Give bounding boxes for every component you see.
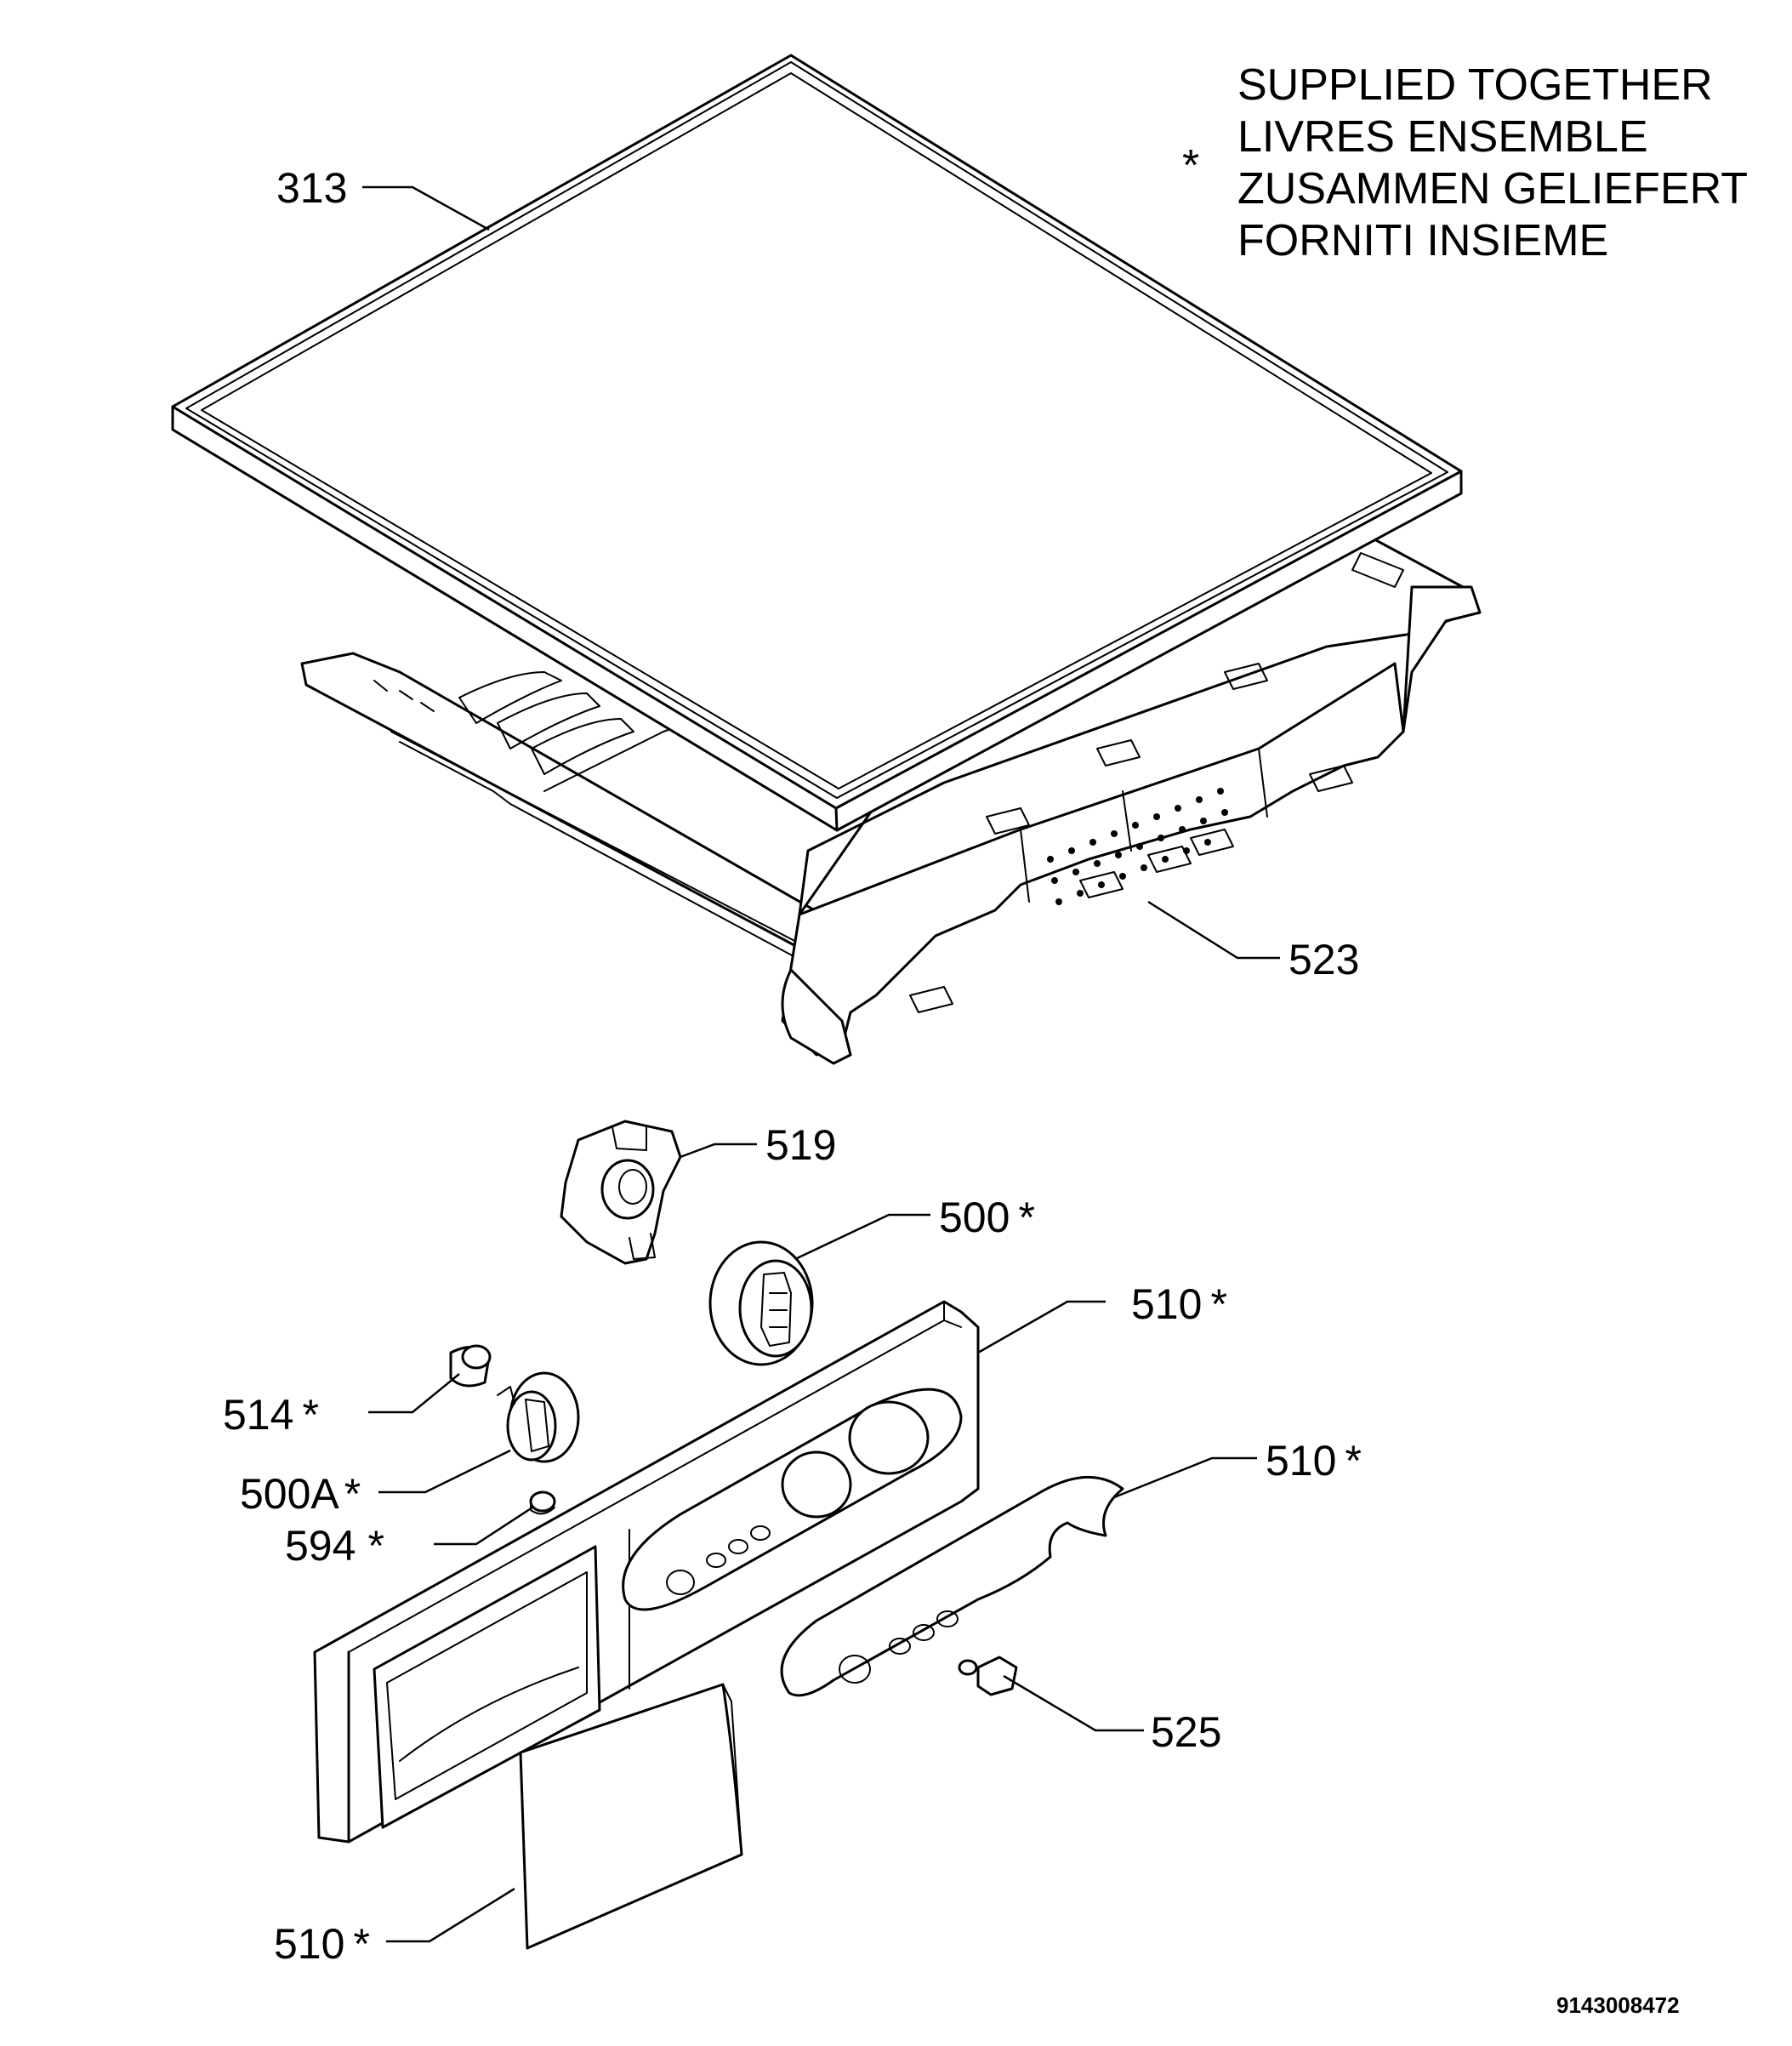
label-500: 500* [939, 1194, 1035, 1241]
label-500-star: * [1018, 1194, 1034, 1241]
legend-line-4: FORNITI INSIEME [1237, 216, 1608, 265]
legend: * SUPPLIED TOGETHER LIVRES ENSEMBLE ZUSA… [1182, 60, 1748, 265]
label-594-star: * [367, 1522, 384, 1570]
label-510-insert-star: * [1345, 1437, 1361, 1485]
label-510-drawer-star: * [353, 1920, 369, 1968]
legend-line-2: LIVRES ENSEMBLE [1237, 112, 1648, 162]
label-510-panel-star: * [1210, 1280, 1226, 1328]
label-510-insert: 510* [1266, 1437, 1362, 1485]
part-510-trim-insert [780, 1475, 1124, 1697]
part-510-drawer-front [519, 1683, 743, 1950]
label-500a-number: 500A [240, 1470, 339, 1518]
label-510-drawer-number: 510 [274, 1920, 344, 1968]
part-523-frame [300, 526, 1482, 1065]
label-510-insert-number: 510 [1266, 1437, 1336, 1485]
part-500-knob [708, 1240, 814, 1366]
legend-symbol: * [1182, 141, 1199, 191]
legend-line-1: SUPPLIED TOGETHER [1237, 60, 1713, 110]
label-500a: 500A* [240, 1470, 361, 1518]
part-519-bracket [560, 1120, 682, 1265]
leader-lines [362, 185, 1280, 1943]
part-525-light-pipe [958, 1656, 1018, 1696]
part-514-sleeve [449, 1344, 492, 1388]
part-500a-knob [497, 1371, 580, 1463]
part-594-pin [529, 1490, 556, 1515]
label-523: 523 [1289, 936, 1359, 983]
label-514-star: * [302, 1391, 318, 1439]
label-514: 514* [223, 1391, 319, 1439]
label-594-number: 594 [285, 1522, 356, 1570]
label-500a-star: * [344, 1470, 361, 1518]
label-519: 519 [765, 1121, 836, 1169]
label-510-drawer: 510* [274, 1920, 370, 1968]
label-594: 594* [285, 1522, 384, 1570]
label-313: 313 [276, 164, 347, 212]
label-510-panel-number: 510 [1131, 1280, 1202, 1328]
part-510-control-panel [313, 1300, 980, 1844]
label-525: 525 [1151, 1708, 1221, 1756]
drawing-code: 9143008472 [1556, 1992, 1680, 2018]
part-labels: 313 523 519 500* 510* 514* 500A* 510* 59… [223, 164, 1362, 1968]
label-510-panel: 510* [1131, 1280, 1227, 1328]
label-514-number: 514 [223, 1391, 293, 1439]
legend-line-3: ZUSAMMEN GELIEFERT [1237, 164, 1748, 214]
label-500-number: 500 [939, 1194, 1010, 1241]
part-313-lid [171, 54, 1463, 832]
vent-holes [1047, 788, 1228, 905]
